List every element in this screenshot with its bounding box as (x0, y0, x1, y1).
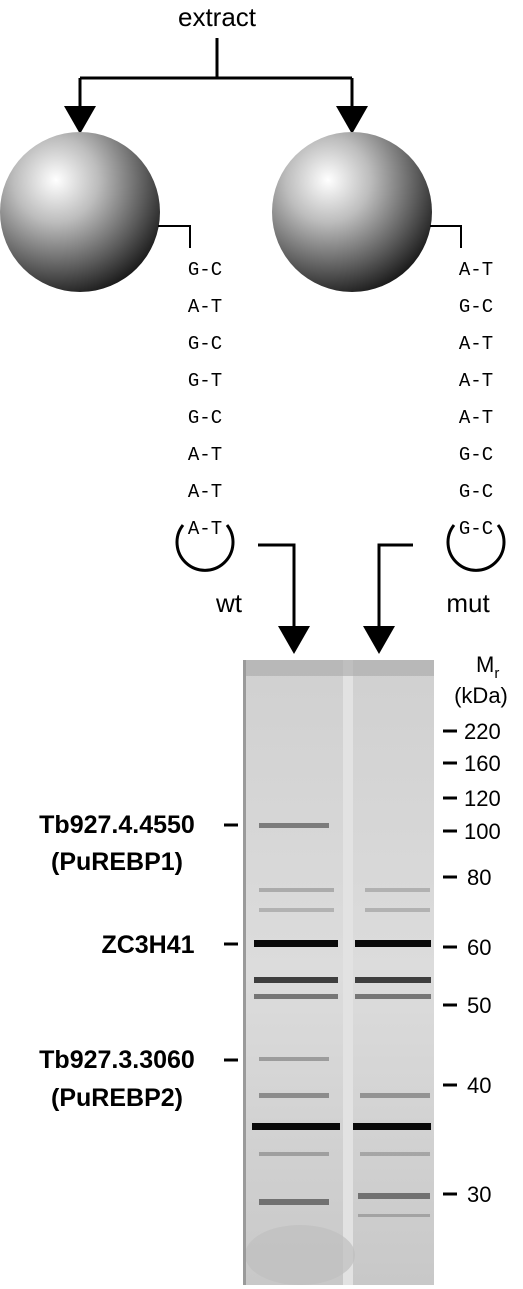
marker-label: 100 (464, 819, 501, 844)
arrow-head-right (336, 106, 368, 134)
base-pair: G-C (459, 518, 493, 540)
marker-label: 160 (464, 751, 501, 776)
loop-wt (175, 524, 235, 572)
kda-label: (kDa) (454, 683, 508, 708)
base-pair: G-C (188, 333, 222, 355)
marker-label: 120 (464, 786, 501, 811)
stem-mut: A-T G-C A-T A-T A-T G-C G-C G-C (459, 259, 493, 540)
base-pair: G-C (459, 444, 493, 466)
linker-mut (430, 225, 462, 248)
base-pair: G-C (459, 481, 493, 503)
arrow-mut-to-gel (377, 543, 413, 630)
stem-wt: G-C A-T G-C G-T G-C A-T A-T A-T (188, 259, 222, 540)
base-pair: A-T (188, 444, 222, 466)
mut-label: mut (446, 588, 490, 618)
marker-label: 30 (467, 1182, 491, 1207)
base-pair: A-T (188, 518, 222, 540)
base-pair: A-T (459, 259, 493, 281)
base-pair: G-C (188, 407, 222, 429)
arrow-head-mut-gel (363, 626, 395, 654)
wt-label: wt (215, 588, 243, 618)
base-pair: A-T (459, 333, 493, 355)
base-pair: G-T (188, 370, 222, 392)
marker-label: 40 (467, 1073, 491, 1098)
split-arrow (78, 38, 354, 110)
protein-label-pu2: Tb927.3.3060 (39, 1046, 195, 1074)
band-zc (254, 940, 338, 947)
base-pair: G-C (459, 296, 493, 318)
extract-label: extract (178, 2, 257, 32)
protein-sublabel-pu1: (PuREBP1) (51, 848, 183, 876)
loop-mut (446, 524, 506, 572)
band-pu1 (259, 823, 329, 828)
band-pu2 (252, 1123, 340, 1130)
bead-mut (272, 132, 432, 292)
marker-label: 60 (467, 935, 491, 960)
protein-sublabel-pu2: (PuREBP2) (51, 1084, 183, 1112)
protein-label-zc: ZC3H41 (101, 931, 194, 959)
linker-wt (158, 225, 191, 248)
base-pair: A-T (188, 296, 222, 318)
arrow-wt-to-gel (258, 543, 296, 630)
marker-label: 220 (464, 719, 501, 744)
base-pair: G-C (188, 259, 222, 281)
protein-labels: Tb927.4.4550 (PuREBP1) ZC3H41 Tb927.3.30… (39, 811, 238, 1112)
marker-label: 50 (467, 993, 491, 1018)
base-pair: A-T (459, 370, 493, 392)
mr-label: Mr (476, 652, 499, 682)
marker-label: 80 (467, 865, 491, 890)
bead-wt (0, 132, 160, 292)
marker-labels: 220 160 120 100 80 60 50 40 30 (464, 719, 501, 1207)
arrow-head-left (64, 106, 96, 134)
base-pair: A-T (188, 481, 222, 503)
marker-ladder (443, 729, 457, 1196)
base-pair: A-T (459, 407, 493, 429)
gel-image (243, 660, 434, 1285)
arrow-head-wt-gel (278, 626, 310, 654)
protein-label-pu1: Tb927.4.4550 (39, 811, 195, 839)
